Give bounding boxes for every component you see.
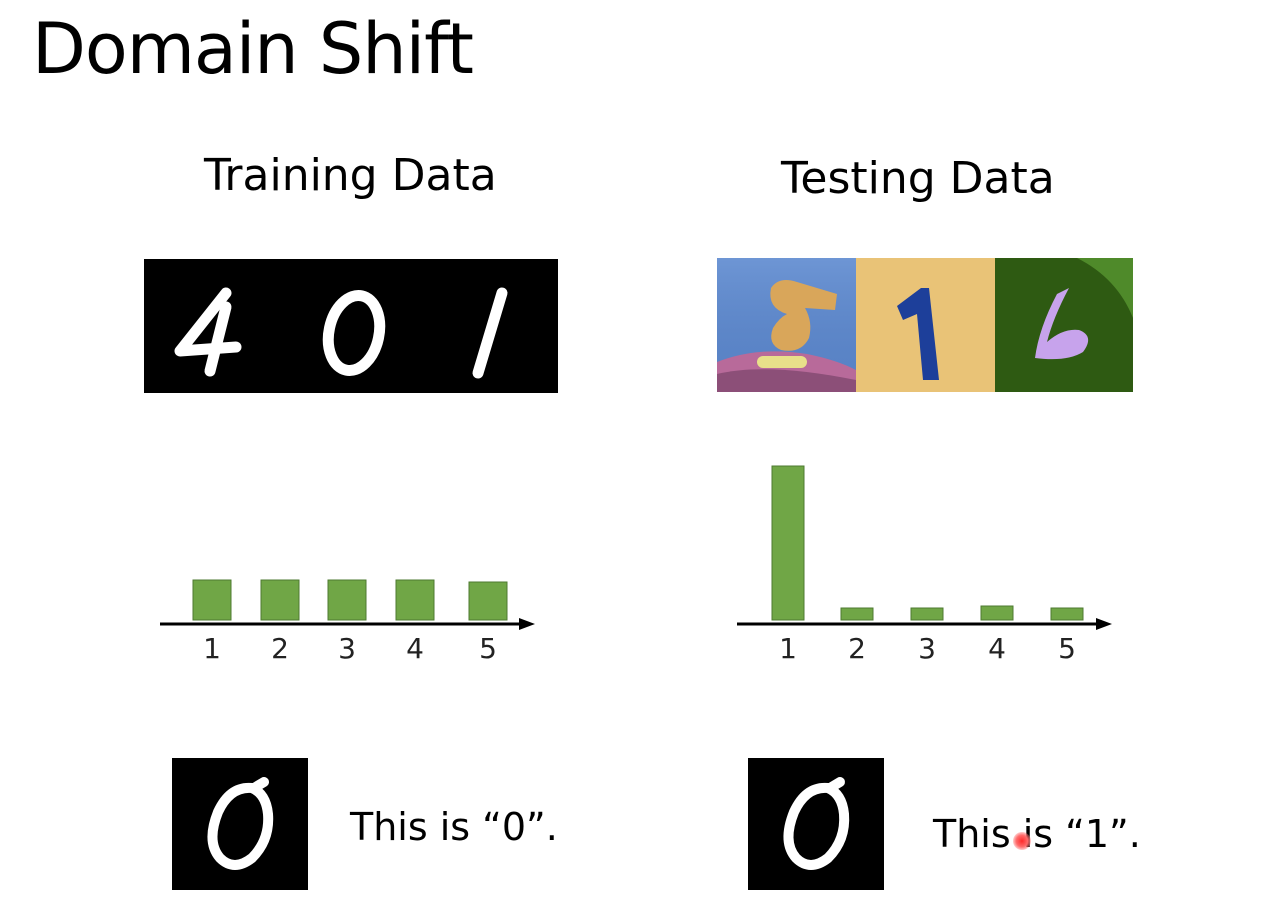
testing-tick-label-5: 5 xyxy=(1058,632,1076,665)
testing-samples-image xyxy=(717,258,1133,392)
training-digit-0 xyxy=(322,289,386,377)
testing-digit-1 xyxy=(897,288,939,380)
testing-example-digit-0 xyxy=(783,777,850,870)
testing-bar-5 xyxy=(1050,607,1084,621)
testing-bar-3 xyxy=(910,607,944,621)
training-bar-2 xyxy=(260,579,300,621)
testing-example-image xyxy=(748,758,884,890)
testing-digit-6 xyxy=(1035,288,1089,360)
training-bar-3 xyxy=(327,579,367,621)
training-tick-label-4: 4 xyxy=(406,632,424,665)
testing-bar-2 xyxy=(840,607,874,621)
testing-bar-4 xyxy=(980,605,1014,621)
testing-tick-label-4: 4 xyxy=(988,632,1006,665)
testing-data-heading: Testing Data xyxy=(781,153,1055,204)
training-digit-1 xyxy=(472,287,508,379)
testing-digit-8 xyxy=(770,280,837,351)
training-bar-5 xyxy=(468,581,508,621)
training-tick-label-5: 5 xyxy=(479,632,497,665)
training-samples-image xyxy=(144,259,558,393)
testing-caption: This is “1”. xyxy=(933,812,1141,856)
training-distribution-chart: 1 2 3 4 5 xyxy=(160,579,535,665)
testing-x-axis-arrow xyxy=(1096,618,1112,630)
slide-title: Domain Shift xyxy=(32,8,474,90)
training-tick-label-3: 3 xyxy=(338,632,356,665)
training-tick-label-1: 1 xyxy=(203,632,221,665)
training-example-image xyxy=(172,758,308,890)
training-x-axis-arrow xyxy=(519,618,535,630)
testing-distribution-chart: 1 2 3 4 5 xyxy=(737,465,1112,665)
testing-tick-label-2: 2 xyxy=(848,632,866,665)
training-data-heading: Training Data xyxy=(204,150,497,201)
testing-tick-label-1: 1 xyxy=(779,632,797,665)
laser-pointer-dot xyxy=(1013,832,1031,850)
testing-bar-1 xyxy=(771,465,805,621)
training-caption: This is “0”. xyxy=(350,805,558,849)
training-example-digit-0 xyxy=(207,777,274,870)
testing-tick-label-3: 3 xyxy=(918,632,936,665)
training-bar-1 xyxy=(192,579,232,621)
training-bar-4 xyxy=(395,579,435,621)
training-tick-label-2: 2 xyxy=(271,632,289,665)
